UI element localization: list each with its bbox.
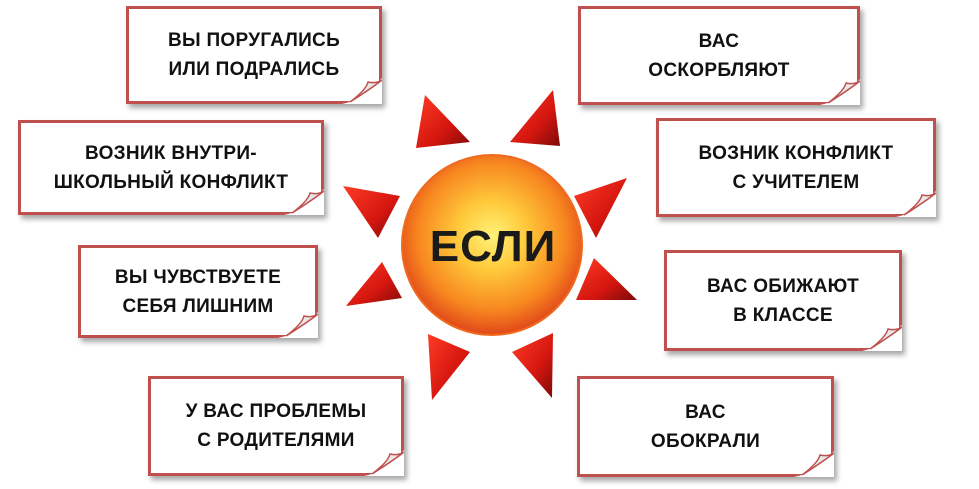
sun-ray <box>428 334 470 400</box>
page-curl-icon <box>862 325 902 351</box>
situation-text: ВЫ ПОРУГАЛИСЬ ИЛИ ПОДРАЛИСЬ <box>167 30 341 80</box>
center-label: ЕСЛИ <box>429 222 557 271</box>
sun-ray <box>510 90 560 146</box>
situation-box-parents: У ВАС ПРОБЛЕМЫ С РОДИТЕЛЯМИ <box>148 376 404 476</box>
situation-text: ВЫ ЧУВСТВУЕТЕ СЕБЯ ЛИШНИМ <box>114 266 282 317</box>
sun-disc <box>401 154 583 336</box>
sun-rays <box>343 90 637 400</box>
situation-box-school-conflict: ВОЗНИК ВНУТРИ- ШКОЛЬНЫЙ КОНФЛИКТ <box>18 120 324 215</box>
page-curl-icon <box>364 450 404 476</box>
sun-ray <box>574 178 627 238</box>
situation-text: ВАС ОСКОРБЛЯЮТ <box>648 30 790 81</box>
page-curl-icon <box>342 78 382 104</box>
situation-text: ВАС ОБОКРАЛИ <box>650 401 761 452</box>
page-curl-icon <box>284 189 324 215</box>
situation-box-class-offend: ВАС ОБИЖАЮТ В КЛАССЕ <box>664 250 902 351</box>
situation-text: ВОЗНИК КОНФЛИКТ С УЧИТЕЛЕМ <box>698 142 894 193</box>
situation-text: ВОЗНИК ВНУТРИ- ШКОЛЬНЫЙ КОНФЛИКТ <box>53 142 289 193</box>
situation-box-superfluous: ВЫ ЧУВСТВУЕТЕ СЕБЯ ЛИШНИМ <box>78 245 318 338</box>
page-curl-icon <box>820 79 860 105</box>
situation-text: У ВАС ПРОБЛЕМЫ С РОДИТЕЛЯМИ <box>185 401 367 451</box>
sun-ray <box>512 333 553 398</box>
sun-ray <box>343 186 400 238</box>
sun-ray <box>346 262 402 306</box>
sun-ray <box>416 95 470 148</box>
situation-box-fight: ВЫ ПОРУГАЛИСЬ ИЛИ ПОДРАЛИСЬ <box>126 6 382 104</box>
page-curl-icon <box>896 191 936 217</box>
page-curl-icon <box>278 312 318 338</box>
situation-box-teacher-conflict: ВОЗНИК КОНФЛИКТ С УЧИТЕЛЕМ <box>656 118 936 217</box>
situation-text: ВАС ОБИЖАЮТ В КЛАССЕ <box>706 275 860 326</box>
situation-box-robbed: ВАС ОБОКРАЛИ <box>577 376 834 477</box>
page-curl-icon <box>794 451 834 477</box>
sun-ray <box>576 258 637 300</box>
situation-box-insulted: ВАС ОСКОРБЛЯЮТ <box>578 6 860 105</box>
